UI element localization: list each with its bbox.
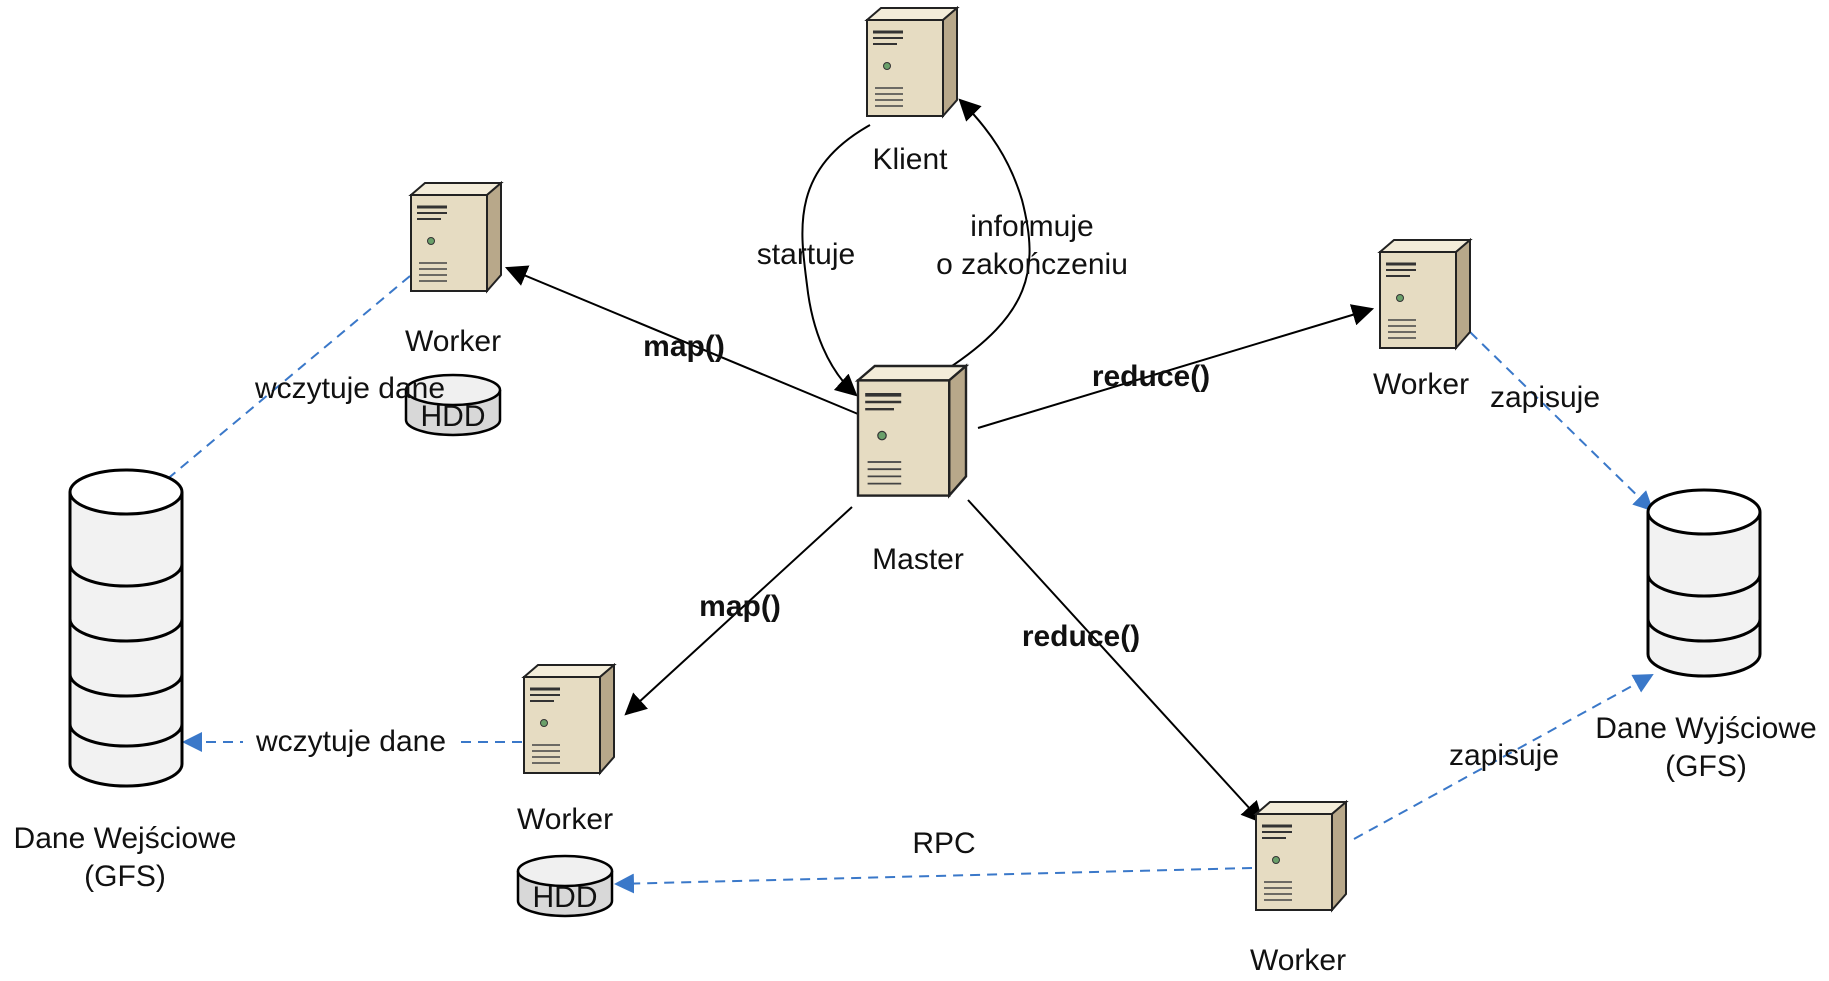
- input-storage-sublabel: (GFS): [84, 860, 166, 893]
- server-icon: [1378, 238, 1472, 350]
- worker-bottom-right-label: Worker: [1250, 944, 1346, 977]
- read-top-label: wczytuje dane: [254, 372, 445, 405]
- master-node: [856, 364, 968, 498]
- reduce-top-arrow: [977, 304, 1375, 429]
- notify-label-line2: o zakończeniu: [936, 248, 1128, 281]
- hdd-top-label: HDD: [421, 400, 486, 433]
- start-arrow: [801, 124, 871, 397]
- start-label: startuje: [757, 238, 855, 271]
- client-label: Klient: [872, 143, 948, 176]
- write-top-label: zapisuje: [1490, 381, 1600, 414]
- write-top-arrow: [1469, 331, 1654, 512]
- master-label: Master: [872, 543, 964, 576]
- worker-bottom-left-node: [522, 663, 616, 775]
- reduce-bottom-label: reduce(): [1022, 620, 1140, 653]
- input-storage-label: Dane Wejściowe: [14, 822, 237, 855]
- worker-top-left-node: [409, 181, 503, 293]
- output-storage-label: Dane Wyjściowe: [1595, 712, 1816, 745]
- rpc-arrow: [614, 867, 1253, 894]
- client-node: [865, 6, 959, 118]
- map-top-label: map(): [643, 330, 725, 363]
- edges: [126, 98, 1654, 894]
- rpc-label: RPC: [912, 827, 975, 860]
- database-icon: [68, 468, 184, 788]
- reduce-top-label: reduce(): [1092, 360, 1210, 393]
- map-top-arrow: [504, 265, 859, 415]
- server-icon: [865, 6, 959, 118]
- reduce-bottom-arrow: [967, 499, 1264, 824]
- server-icon: [856, 364, 968, 498]
- read-top-arrow: [126, 275, 411, 514]
- database-icon: [1646, 488, 1762, 678]
- server-icon: [522, 663, 616, 775]
- worker-top-left-label: Worker: [405, 325, 501, 358]
- hdd-top: HDD: [404, 373, 502, 437]
- read-bottom-label-bg: [243, 718, 458, 754]
- write-bottom-arrow: [1353, 674, 1654, 840]
- worker-bottom-right-node: [1254, 800, 1348, 912]
- write-bottom-label: zapisuje: [1449, 739, 1559, 772]
- worker-top-right-label: Worker: [1373, 368, 1469, 401]
- hdd-bottom: HDD: [516, 854, 614, 918]
- output-storage-sublabel: (GFS): [1665, 750, 1747, 783]
- map-bottom-label: map(): [699, 590, 781, 623]
- read-bottom-label: wczytuje dane: [255, 725, 446, 758]
- notify-arrow: [945, 98, 1031, 371]
- worker-top-right-node: [1378, 238, 1472, 350]
- worker-bottom-left-label: Worker: [517, 803, 613, 836]
- notify-label-line1: informuje: [970, 210, 1093, 243]
- input-storage: [68, 468, 184, 788]
- server-icon: [409, 181, 503, 293]
- server-icon: [1254, 800, 1348, 912]
- hdd-bottom-label: HDD: [533, 881, 598, 914]
- map-bottom-arrow: [624, 506, 853, 716]
- output-storage: [1646, 488, 1762, 678]
